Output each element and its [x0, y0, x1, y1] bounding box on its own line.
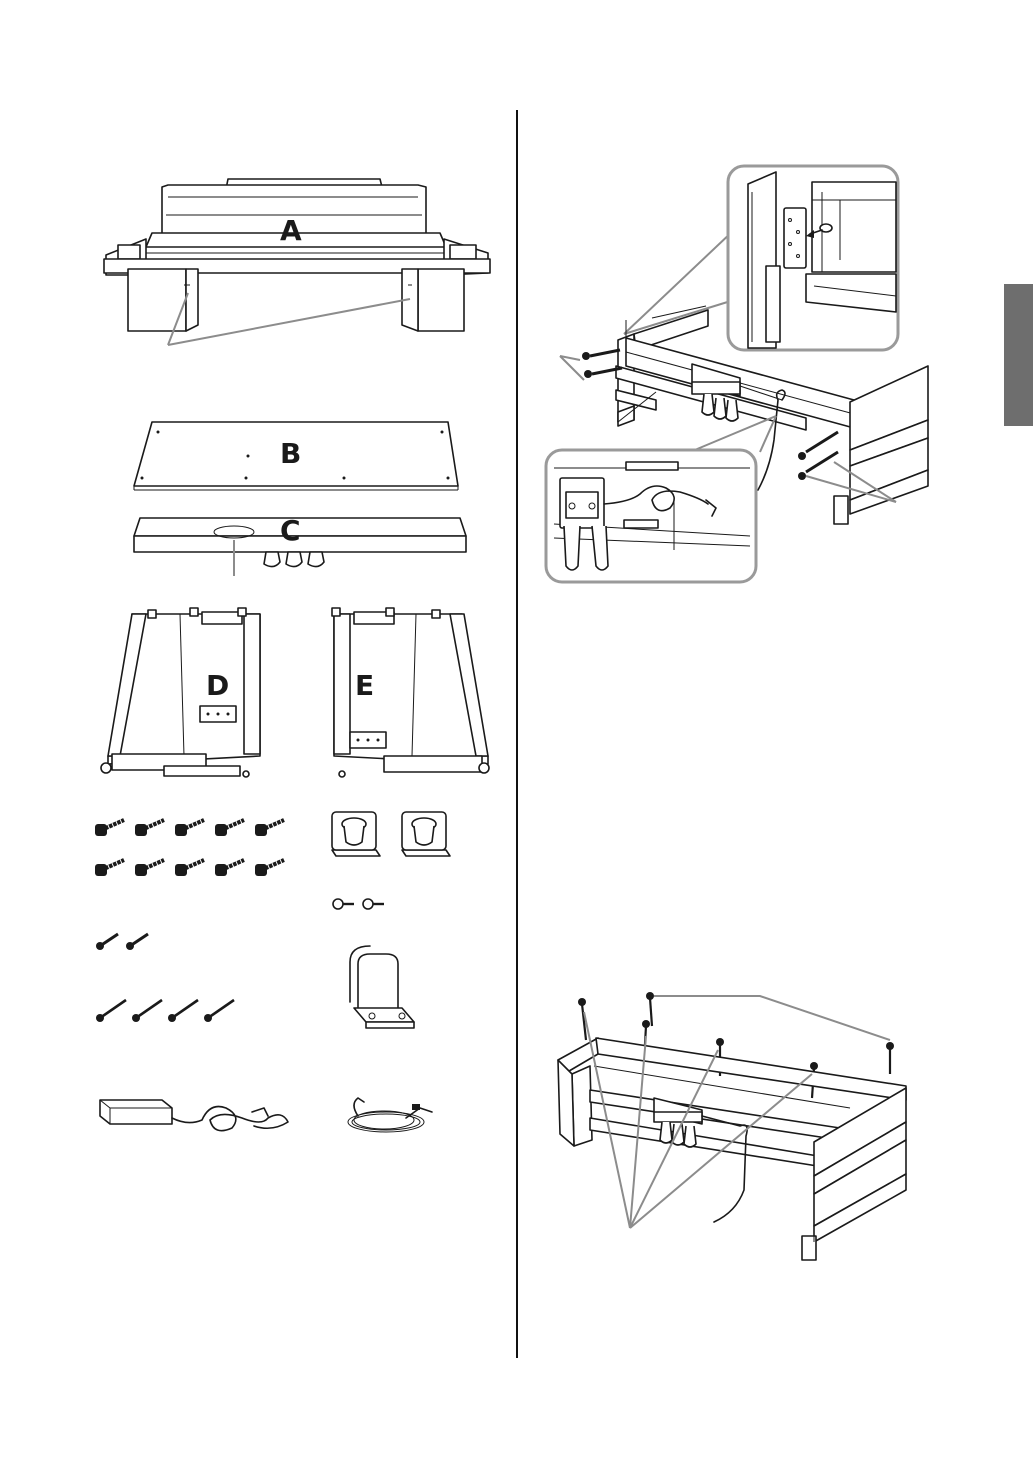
- part-label-b: B: [280, 437, 301, 470]
- frame-screws-assembly-illustration: [550, 990, 920, 1262]
- side-panel-d-illustration: [98, 606, 268, 786]
- pedal-cable-detail-callout: [540, 412, 776, 588]
- cable-hook-illustration: [328, 950, 428, 1040]
- holder-screws-illustration: [330, 894, 390, 916]
- side-tab: [1004, 284, 1033, 426]
- short-screws-illustration: [92, 926, 162, 956]
- long-screws-illustration: [92, 810, 302, 886]
- part-label-e: E: [355, 669, 374, 702]
- tapping-screws-illustration: [92, 994, 242, 1028]
- side-panel-e-illustration: [328, 606, 498, 786]
- part-label-a: A: [280, 214, 302, 247]
- power-adaptor-illustration: [92, 1090, 302, 1146]
- column-divider: [516, 110, 518, 1358]
- power-cord-illustration: [336, 1094, 446, 1146]
- adjuster-holders-illustration: [328, 806, 458, 862]
- part-label-c: C: [280, 514, 301, 547]
- pedal-box-illustration: [128, 514, 478, 584]
- part-label-d: D: [206, 669, 229, 702]
- piano-main-unit-illustration: [100, 175, 500, 355]
